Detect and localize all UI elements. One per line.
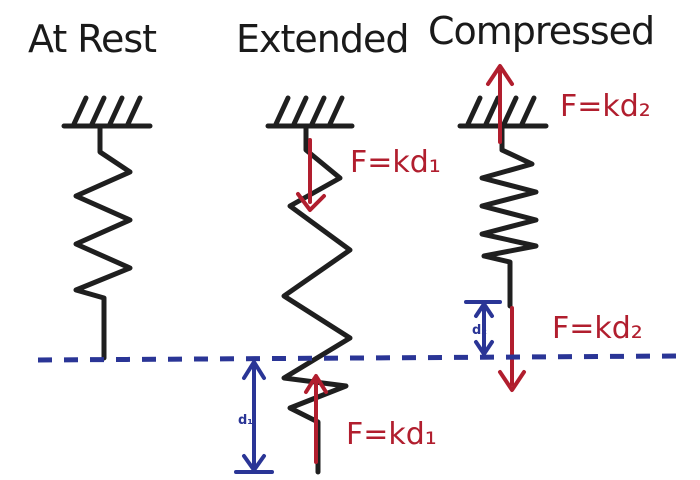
ceiling-mount-compressed — [457, 95, 549, 129]
spring-coil-extended — [281, 123, 353, 475]
spring-at-rest — [61, 95, 153, 361]
force-label-extended-bottom: F=kd₁ — [346, 417, 437, 452]
spring-coil-compressed — [479, 123, 539, 309]
force-arrow-extended-top — [296, 138, 326, 212]
force-label-extended-top: F=kd₁ — [350, 145, 441, 180]
ceiling-mount-extended — [265, 95, 355, 129]
label-d2: d₂ — [472, 323, 487, 338]
title-extended: Extended — [236, 17, 408, 61]
spring-coil-rest — [73, 123, 133, 361]
ceiling-mount-rest — [61, 95, 153, 129]
label-d1: d₁ — [238, 413, 253, 428]
equilibrium-reference-line — [37, 353, 681, 363]
spring-extended — [265, 95, 355, 475]
displacement-marker-d1: d₁ — [234, 358, 274, 474]
spring-compressed — [457, 64, 549, 392]
force-arrow-compressed-bottom — [498, 306, 526, 392]
force-arrow-compressed-top — [486, 64, 514, 144]
title-at-rest: At Rest — [28, 17, 156, 61]
force-label-compressed-bottom: F=kd₂ — [552, 311, 643, 346]
title-compressed: Compressed — [428, 9, 654, 53]
force-arrow-extended-bottom — [304, 374, 328, 464]
force-label-compressed-top: F=kd₂ — [560, 89, 651, 124]
displacement-marker-d2: d₂ — [464, 300, 502, 358]
